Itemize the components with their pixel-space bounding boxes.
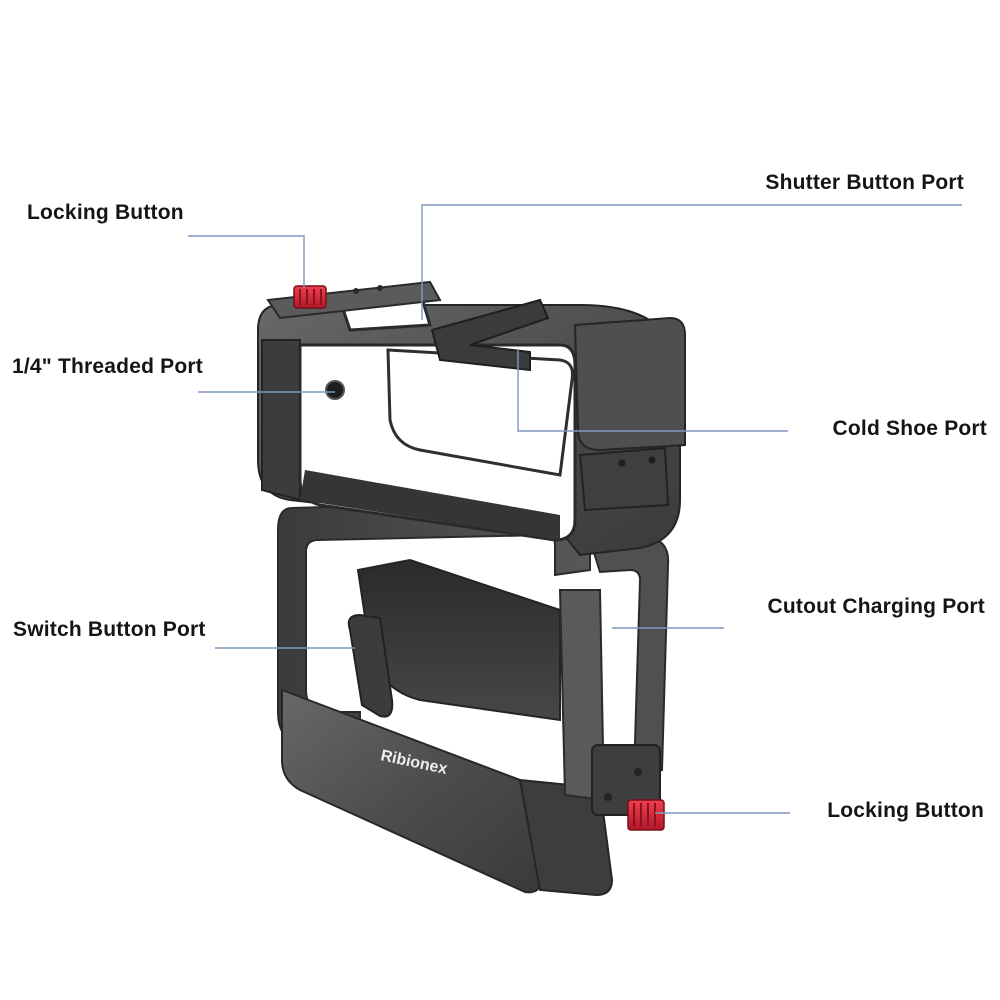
- lower-cage-front-panel: [281, 688, 542, 894]
- leader-cold-shoe: [517, 350, 788, 432]
- cutout-charging-port-label: Cutout Charging Port: [767, 595, 985, 618]
- cold-shoe-port-label: Cold Shoe Port: [832, 417, 987, 440]
- lower-lock-screw: [604, 793, 612, 801]
- locking-button-top-label: Locking Button: [27, 201, 184, 224]
- lower-lock-screw: [634, 768, 642, 776]
- lower-cage: Ribionex: [277, 498, 670, 897]
- hinge-screw: [648, 456, 656, 464]
- leader-locking-top: [188, 235, 305, 288]
- leader-lines: [188, 204, 962, 814]
- upper-top-plate: [266, 280, 442, 320]
- locking-button-bottom-label: Locking Button: [827, 799, 984, 822]
- upper-hinge: [578, 446, 670, 512]
- top-screw: [353, 288, 359, 294]
- upper-cage: [257, 280, 686, 557]
- switch-button-port-label: Switch Button Port: [13, 618, 206, 641]
- switch-port-clip: [347, 613, 394, 718]
- upper-cage-right-block: [573, 316, 686, 452]
- shutter-button-port-label: Shutter Button Port: [765, 171, 964, 194]
- top-screw: [377, 285, 383, 291]
- upper-cage-left-block: [261, 339, 301, 502]
- leader-shutter: [421, 204, 962, 320]
- cold-shoe-mount: [430, 298, 550, 372]
- hinge-screw: [618, 459, 626, 467]
- bottom-locking-button: [627, 799, 665, 831]
- top-locking-button: [293, 285, 327, 309]
- upper-cage-inner-rim: [300, 470, 560, 540]
- threaded-port-label: 1/4" Threaded Port: [12, 355, 203, 378]
- lower-cage-front-slope: [518, 778, 614, 897]
- threaded-port-hole: [325, 380, 345, 400]
- lens-aperture: [386, 348, 574, 477]
